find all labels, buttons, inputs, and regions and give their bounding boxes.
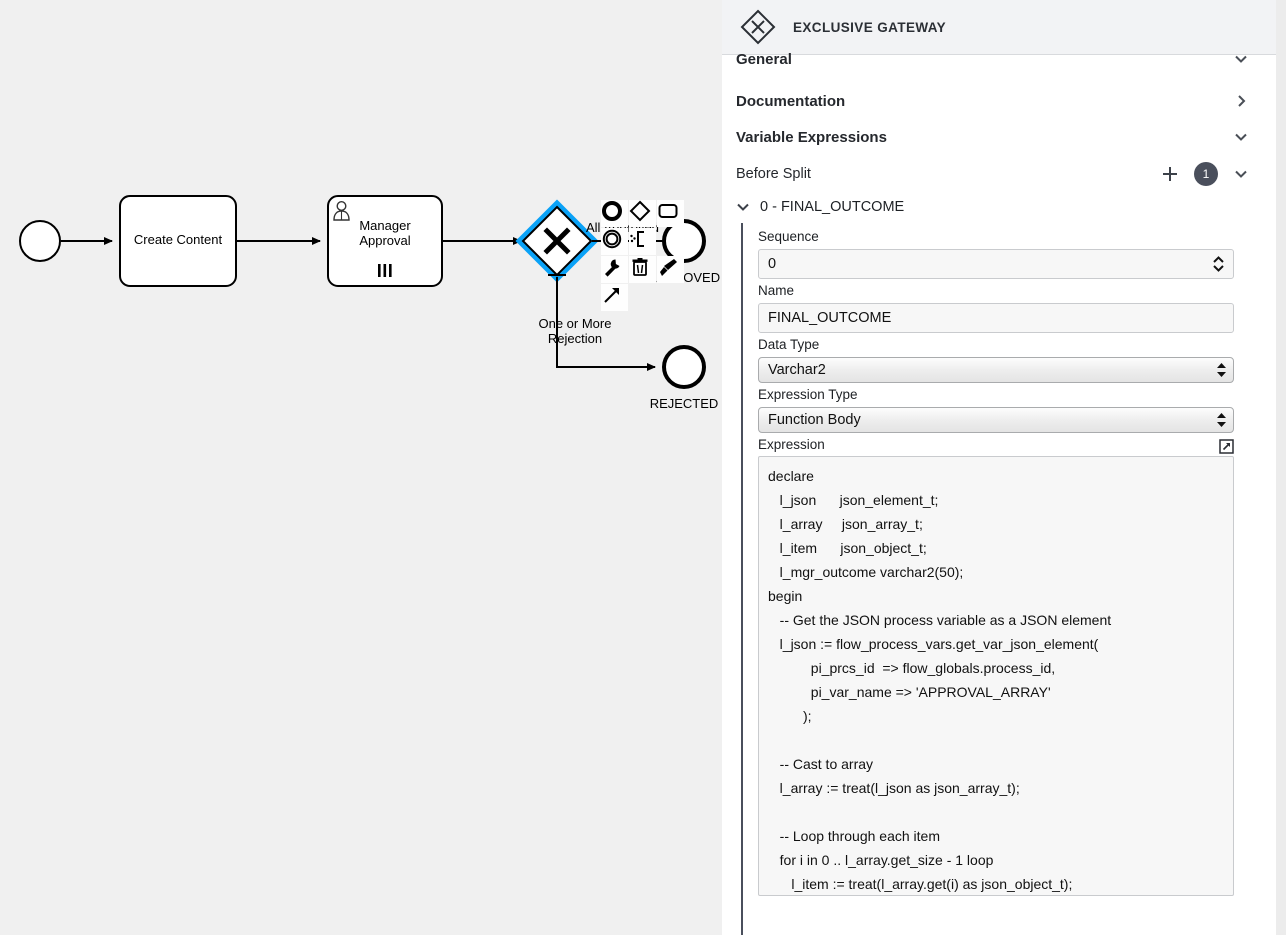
section-general[interactable]: General xyxy=(722,46,1276,72)
group-before-split[interactable]: Before Split 1 xyxy=(722,155,1276,193)
chevron-right-icon[interactable] xyxy=(1234,94,1248,108)
multi-instance-parallel-marker xyxy=(378,264,392,277)
append-end-event-icon[interactable] xyxy=(601,200,628,227)
section-documentation[interactable]: Documentation xyxy=(722,83,1276,119)
append-task-icon[interactable] xyxy=(657,200,684,227)
name-input[interactable] xyxy=(758,303,1234,333)
task-label-create-content: Create Content xyxy=(133,232,223,247)
user-task-icon xyxy=(333,200,350,221)
chevron-down-icon[interactable] xyxy=(1234,167,1248,181)
group-before-split-label: Before Split xyxy=(736,166,811,182)
field-data-type: Data Type Varchar2 xyxy=(758,337,1276,383)
gateway-x-marker xyxy=(543,227,571,255)
task-label-manager-approval: Manager Approval xyxy=(359,218,411,248)
append-intermediate-event-icon[interactable] xyxy=(601,228,628,255)
data-type-value: Varchar2 xyxy=(768,362,826,378)
section-general-label: General xyxy=(736,50,792,68)
number-stepper-icon[interactable] xyxy=(1211,254,1226,274)
chevron-down-icon[interactable] xyxy=(1234,130,1248,144)
set-color-icon[interactable] xyxy=(657,256,684,283)
field-sequence-label: Sequence xyxy=(758,229,819,244)
replace-icon[interactable] xyxy=(601,256,628,283)
field-name: Name xyxy=(758,283,1276,333)
panel-title: EXCLUSIVE GATEWAY xyxy=(793,19,947,35)
variable-entry-title: 0 - FINAL_OUTCOME xyxy=(760,199,905,215)
sequence-input[interactable] xyxy=(758,249,1234,279)
expression-type-select[interactable]: Function Body xyxy=(758,407,1234,433)
delete-icon[interactable] xyxy=(629,256,656,283)
status-badge: 1 xyxy=(1194,162,1218,186)
variable-entry: 0 - FINAL_OUTCOME Sequence xyxy=(722,193,1276,935)
task-create-content xyxy=(119,195,237,287)
section-documentation-label: Documentation xyxy=(736,92,846,110)
properties-panel: EXCLUSIVE GATEWAY General Documentation … xyxy=(722,0,1286,935)
append-gateway-icon[interactable] xyxy=(629,200,656,227)
field-expression: Expression declare l_json json_element_t… xyxy=(758,437,1276,896)
panel-right-strip xyxy=(1276,0,1286,935)
end-event-label-rejected: REJECTED xyxy=(649,396,719,411)
chevron-down-icon[interactable] xyxy=(1234,52,1248,66)
properties-panel-content: EXCLUSIVE GATEWAY General Documentation … xyxy=(722,0,1276,935)
entry-accent-rail xyxy=(741,223,743,935)
bpmn-diagram-svg xyxy=(19,195,706,389)
append-text-annotation-icon[interactable] xyxy=(629,228,656,255)
section-variable-expressions[interactable]: Variable Expressions xyxy=(722,119,1276,155)
section-variable-expressions-label: Variable Expressions xyxy=(736,128,887,146)
plus-icon[interactable] xyxy=(1160,164,1180,184)
data-type-select[interactable]: Varchar2 xyxy=(758,357,1234,383)
flow-label-rejection: One or More Rejection xyxy=(538,316,612,346)
context-pad[interactable] xyxy=(601,200,685,311)
task-manager-approval xyxy=(327,195,443,287)
field-data-type-label: Data Type xyxy=(758,337,820,352)
connect-icon[interactable] xyxy=(601,284,628,311)
exclusive-gateway-icon xyxy=(738,7,778,47)
sequence-flow-rejected xyxy=(556,277,656,371)
field-expression-type: Expression Type Function Body xyxy=(758,387,1276,433)
panel-header: EXCLUSIVE GATEWAY xyxy=(722,0,1276,55)
field-sequence: Sequence xyxy=(758,229,1276,279)
bpmn-canvas[interactable]: Create Content Manager Approval All Appr… xyxy=(0,0,722,935)
end-event-approved xyxy=(662,219,706,263)
select-arrows-icon xyxy=(1216,362,1227,378)
field-name-label: Name xyxy=(758,283,795,298)
open-external-icon[interactable] xyxy=(1219,439,1234,454)
end-event-rejected xyxy=(662,345,706,389)
start-event xyxy=(19,220,61,262)
variable-entry-header[interactable]: 0 - FINAL_OUTCOME xyxy=(736,193,1276,221)
variable-entry-body: Sequence Name xyxy=(736,221,1276,896)
expression-code-editor[interactable]: declare l_json json_element_t; l_array j… xyxy=(758,456,1234,896)
expression-type-value: Function Body xyxy=(768,412,861,428)
chevron-down-icon[interactable] xyxy=(736,200,750,214)
field-expression-type-label: Expression Type xyxy=(758,387,858,402)
select-arrows-icon xyxy=(1216,412,1227,428)
field-expression-label: Expression xyxy=(758,437,825,452)
